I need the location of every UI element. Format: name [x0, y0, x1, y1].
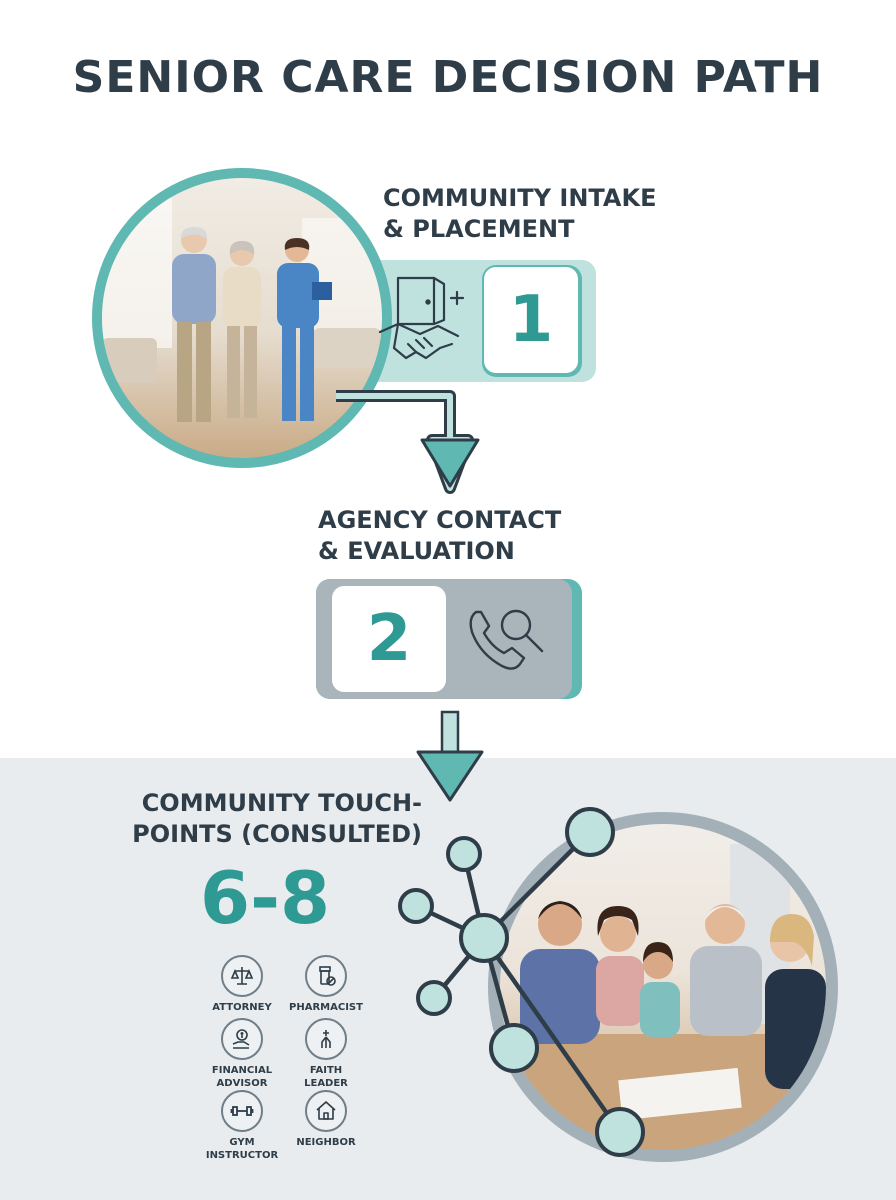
- scales-icon: [221, 955, 263, 997]
- page-title: SENIOR CARE DECISION PATH: [72, 52, 824, 103]
- touchpoint-label: NEIGHBOR: [296, 1137, 356, 1148]
- seniors-walking-photo: [92, 168, 392, 468]
- step2-heading: AGENCY CONTACT & EVALUATION: [318, 506, 562, 565]
- pill-bottle-icon: [305, 955, 347, 997]
- step2-number: 2: [332, 586, 446, 692]
- touchpoint-pharmacist: PHARMACIST: [278, 955, 374, 1014]
- touchpoint-neighbor: NEIGHBOR: [278, 1090, 374, 1149]
- praying-hands-icon: [305, 1018, 347, 1060]
- touchpoint-label: ATTORNEY: [212, 1002, 272, 1013]
- step1-number: 1: [484, 267, 578, 373]
- touchpoint-attorney: ATTORNEY: [194, 955, 290, 1014]
- house-icon: [305, 1090, 347, 1132]
- dumbbell-icon: [221, 1090, 263, 1132]
- family-consultation-photo: [488, 812, 838, 1162]
- touchpoints-heading: COMMUNITY TOUCH- POINTS (CONSULTED): [132, 789, 422, 848]
- step1-heading: COMMUNITY INTAKE & PLACEMENT: [383, 184, 657, 243]
- touchpoints-count: 6-8: [200, 856, 331, 940]
- money-hand-icon: [221, 1018, 263, 1060]
- touchpoint-label: PHARMACIST: [289, 1002, 363, 1013]
